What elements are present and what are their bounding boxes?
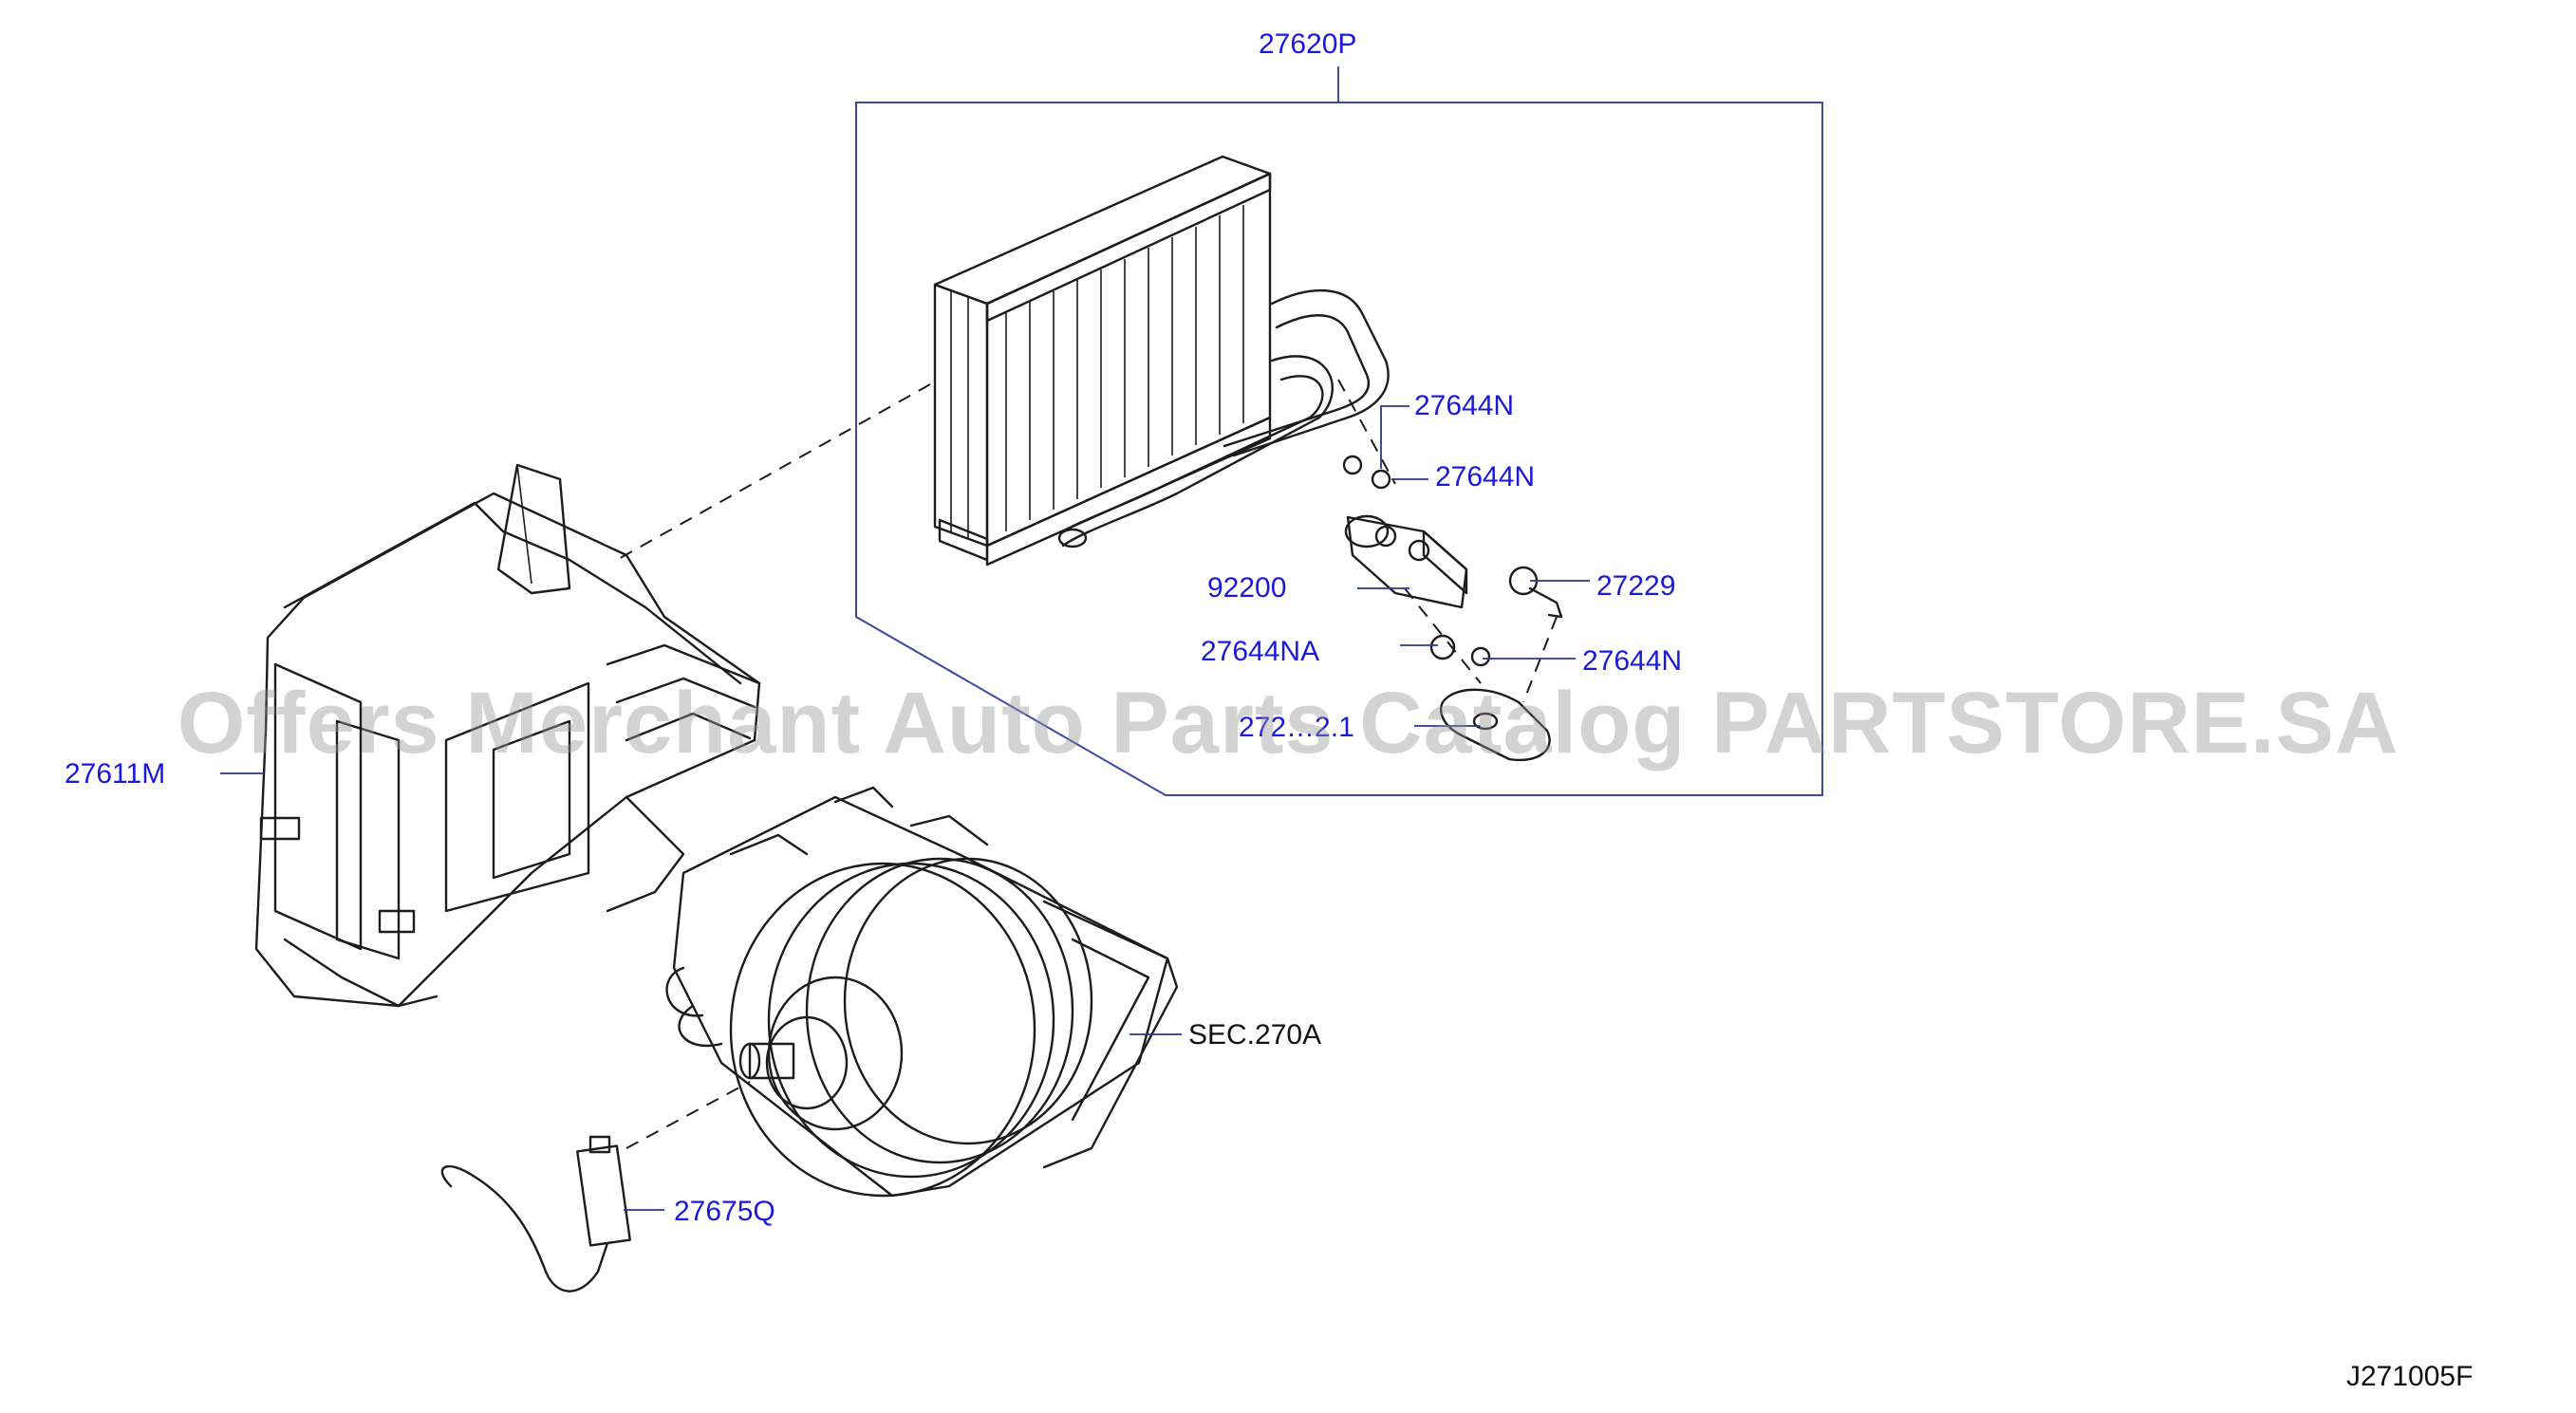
callout-27675Q[interactable]: 27675Q: [674, 1196, 775, 1227]
diagram-id: J271005F: [2346, 1361, 2473, 1392]
harness-drawing: [440, 1081, 751, 1292]
callout-92200[interactable]: 92200: [1207, 572, 1287, 604]
callout-27644NA[interactable]: 27644NA: [1201, 636, 1320, 667]
evaporator-core-drawing: [933, 155, 1390, 567]
callout-sec-270A[interactable]: SEC.270A: [1188, 1019, 1322, 1050]
callout-27611M[interactable]: 27611M: [65, 758, 166, 790]
callout-27229[interactable]: 27229: [1596, 570, 1676, 602]
blower-unit-drawing: [665, 786, 1179, 1198]
leader-lines: [220, 405, 1590, 1211]
callout-hidden-part[interactable]: 272…2.1: [1239, 712, 1354, 743]
callout-27620P[interactable]: 27620P: [1259, 28, 1357, 60]
callout-27644N-middle[interactable]: 27644N: [1435, 461, 1536, 493]
watermark-text: Offers Merchant Auto Parts Catalog PARTS…: [177, 675, 2399, 772]
callout-27644N-upper[interactable]: 27644N: [1414, 390, 1515, 421]
heater-case-drawing: [254, 383, 931, 1008]
evaporator-group-frame: [855, 66, 1823, 796]
callout-27644N-lower[interactable]: 27644N: [1582, 645, 1683, 677]
